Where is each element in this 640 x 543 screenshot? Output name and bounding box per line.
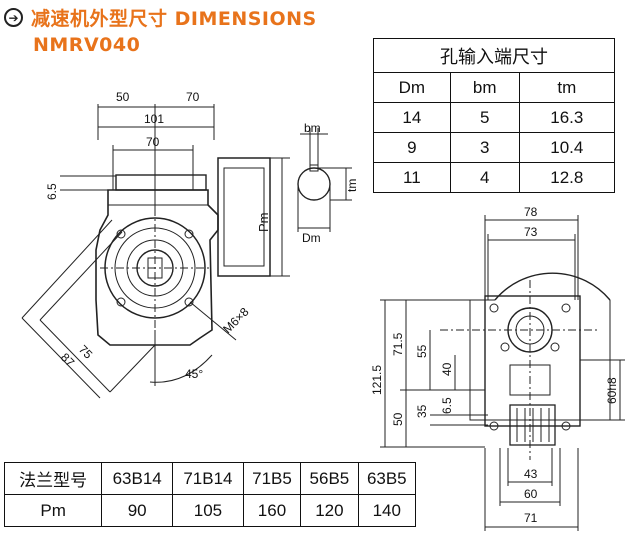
- table-cell: 140: [357, 494, 417, 527]
- table-cell: 4: [449, 162, 520, 193]
- dim-6-5-left: 6.5: [45, 183, 59, 200]
- model-name: NMRV040: [33, 34, 141, 56]
- dim-87: 87: [58, 350, 78, 370]
- table-cell: 16.3: [518, 102, 616, 133]
- table-cell: 105: [172, 494, 244, 527]
- flange-pm-table: 法兰型号 63B14 71B14 71B5 56B5 63B5 Pm 90 10…: [3, 462, 417, 527]
- table-cell: 71B14: [172, 462, 244, 495]
- page-title: 减速机外型尺寸 DIMENSIONS: [31, 8, 317, 30]
- table-cell: 160: [242, 494, 302, 527]
- column-header: Dm: [373, 72, 451, 103]
- table-row: 14 5 16.3: [373, 102, 616, 133]
- table-column-row: Dm bm tm: [373, 72, 616, 103]
- dim-121-5: 121.5: [370, 365, 384, 395]
- row-label: Pm: [3, 494, 103, 527]
- table-cell: 71B5: [242, 462, 302, 495]
- dim-75: 75: [76, 342, 96, 362]
- table-cell: 10.4: [518, 132, 616, 163]
- dim-78: 78: [524, 205, 538, 219]
- dim-6-5-side: 6.5: [440, 397, 454, 414]
- label-pm: Pm: [256, 213, 271, 233]
- dim-73: 73: [524, 225, 538, 239]
- dim-55: 55: [415, 344, 429, 358]
- table-cell: 3: [449, 132, 520, 163]
- bore-dimension-table: 孔输入端尺寸 Dm bm tm 14 5 16.3 9 3 10.4 11 4 …: [373, 38, 616, 193]
- label-tm: tm: [345, 179, 359, 192]
- table-row: Pm 90 105 160 120 140: [3, 494, 417, 527]
- dim-101: 101: [144, 112, 164, 126]
- table-cell: 90: [101, 494, 174, 527]
- table-row: 9 3 10.4: [373, 132, 616, 163]
- dim-60: 60: [524, 487, 538, 501]
- header: ➔ 减速机外型尺寸 DIMENSIONS: [4, 4, 317, 31]
- dim-50-side: 50: [391, 412, 405, 426]
- table-cell: 14: [373, 102, 451, 133]
- dim-50: 50: [116, 90, 130, 104]
- table-header-row: 孔输入端尺寸: [373, 38, 615, 73]
- dim-71-5: 71.5: [391, 332, 405, 356]
- table-cell: 56B5: [300, 462, 359, 495]
- table-cell: 120: [300, 494, 359, 527]
- table-row: 法兰型号 63B14 71B14 71B5 56B5 63B5: [3, 462, 417, 495]
- row-label: 法兰型号: [3, 462, 103, 495]
- column-header: tm: [518, 72, 616, 103]
- dim-40: 40: [440, 362, 454, 376]
- dim-35: 35: [415, 404, 429, 418]
- dim-43: 43: [524, 467, 538, 481]
- table-cell: 12.8: [518, 162, 616, 193]
- dim-70-top: 70: [186, 90, 200, 104]
- dim-60h8: 60h8: [605, 377, 619, 404]
- label-bm: bm: [304, 121, 321, 135]
- label-dm: Dm: [302, 231, 321, 245]
- table-cell: 11: [373, 162, 451, 193]
- thread-m6: M6×8: [220, 305, 252, 337]
- table-title: 孔输入端尺寸: [373, 38, 615, 73]
- angle-45: 45°: [185, 367, 203, 381]
- dim-70-inner: 70: [146, 135, 160, 149]
- circled-arrow-icon: ➔: [4, 8, 23, 27]
- table-cell: 5: [449, 102, 520, 133]
- dim-71: 71: [524, 511, 538, 525]
- table-row: 11 4 12.8: [373, 162, 616, 193]
